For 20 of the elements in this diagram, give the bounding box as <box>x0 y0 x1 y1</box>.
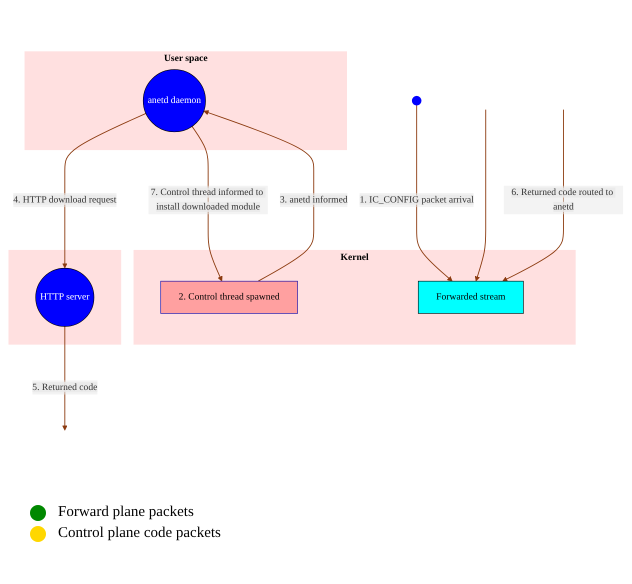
edge-label: 5. Returned code <box>32 382 98 392</box>
node-circle: anetd daemon <box>142 69 206 132</box>
legend-label: Control plane code packets <box>58 525 221 542</box>
arrow <box>474 109 486 282</box>
node-circle: HTTP server <box>35 268 94 327</box>
edge-label: 6. Returned code routed to anetd <box>511 187 614 212</box>
arrow <box>502 109 564 282</box>
edge-label: 3. anetd informed <box>280 194 348 205</box>
node-box: Forwarded stream <box>418 280 524 314</box>
legend-label: Forward plane packets <box>58 504 194 521</box>
edge-label: 1. IC_CONFIG packet arrival <box>360 194 474 205</box>
cluster <box>8 250 122 345</box>
arrow <box>416 104 452 282</box>
node-circle <box>412 96 422 106</box>
edge-label: 7. Control thread informed to install downloaded module <box>150 187 264 212</box>
node-box: 2. Control thread spawned <box>160 280 298 314</box>
arrow <box>204 110 314 282</box>
edge-label: 4. HTTP download request <box>13 194 116 205</box>
arrow <box>62 113 146 268</box>
arrow <box>62 326 68 431</box>
